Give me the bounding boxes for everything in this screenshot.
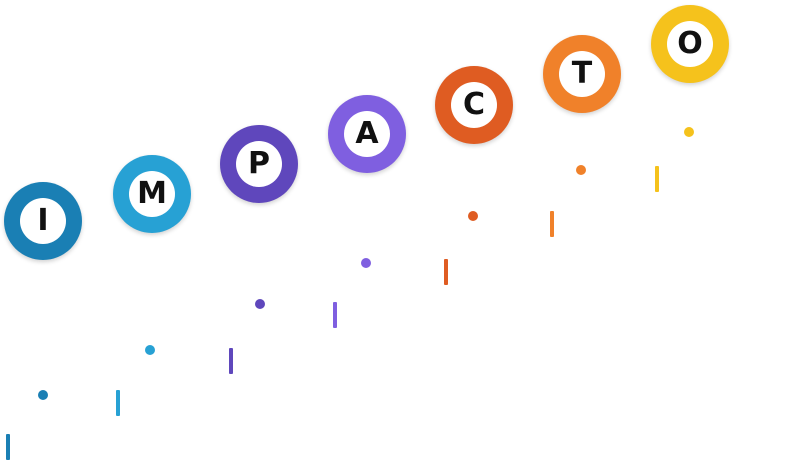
decorative-bar xyxy=(444,259,448,285)
letter-o: O xyxy=(677,26,703,61)
letter-i: I xyxy=(37,203,49,238)
letter-ball-p: P xyxy=(220,125,298,203)
decorative-dot xyxy=(684,127,694,137)
decorative-bar xyxy=(550,211,554,237)
letter-t: T xyxy=(571,56,593,91)
decorative-bar xyxy=(333,302,337,328)
letter-ball-a: A xyxy=(328,95,406,173)
letter-p: P xyxy=(248,146,270,181)
decorative-dot xyxy=(145,345,155,355)
decorative-dot xyxy=(38,390,48,400)
decorative-dot xyxy=(468,211,478,221)
decorative-bar xyxy=(655,166,659,192)
letter-ball-m: M xyxy=(113,155,191,233)
decorative-dot xyxy=(576,165,586,175)
letter-ball-t: T xyxy=(543,35,621,113)
letter-ball-c: C xyxy=(435,66,513,144)
letter-a: A xyxy=(355,116,379,151)
decorative-bar xyxy=(229,348,233,374)
decorative-dot xyxy=(255,299,265,309)
letter-c: C xyxy=(462,87,486,122)
letter-m: M xyxy=(137,176,167,211)
decorative-bar xyxy=(6,434,10,460)
decorative-bar xyxy=(116,390,120,416)
decorative-dot xyxy=(361,258,371,268)
letter-ball-i: I xyxy=(4,182,82,260)
letter-ball-o: O xyxy=(651,5,729,83)
